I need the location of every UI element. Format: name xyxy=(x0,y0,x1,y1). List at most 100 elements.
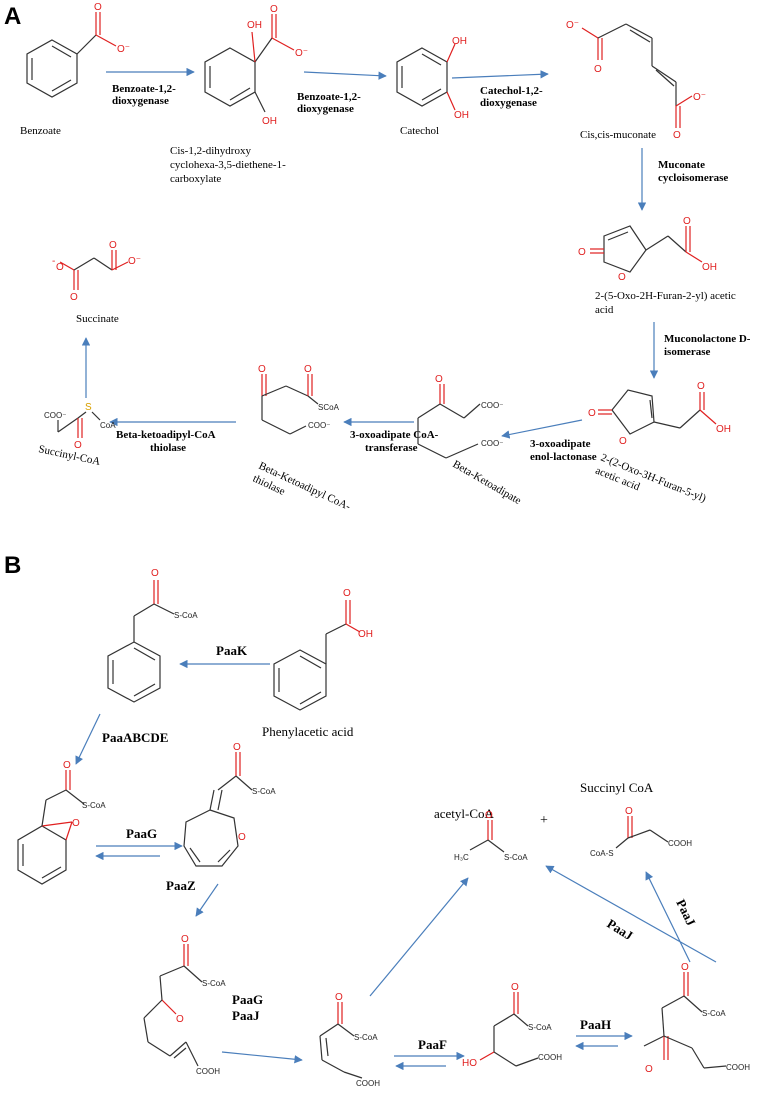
atom-o-minus: O⁻ xyxy=(295,48,308,59)
compound-succinyl-coa-a: Succinyl-CoA xyxy=(37,443,101,468)
enzyme-muconolactone-isomerase-line2: isomerase xyxy=(664,346,711,358)
atom-o: O xyxy=(181,934,189,945)
compound-benzoate: Benzoate xyxy=(20,125,61,137)
atom-ho: HO xyxy=(462,1058,477,1069)
atom-o: O xyxy=(258,364,266,375)
atom-coo-minus: COO⁻ xyxy=(308,421,330,430)
benzene-ring-icon xyxy=(273,649,327,711)
atom-coo-minus: COO⁻ xyxy=(481,401,503,410)
arrow-icon xyxy=(545,865,717,963)
atom-o: O xyxy=(619,436,627,447)
atom-o-minus: O⁻ xyxy=(128,256,141,267)
atom-cooh: COOH xyxy=(538,1053,562,1062)
oxepin-structure: O O S-CoA xyxy=(183,742,276,867)
atom-oh: OH xyxy=(262,116,277,127)
benzoate-structure: O O⁻ xyxy=(26,2,130,98)
atom-coa-s: CoA-S xyxy=(590,849,614,858)
atom-o: O xyxy=(72,818,80,829)
compound-acetyl-coa: acetyl-CoA xyxy=(434,806,495,821)
atom-s-coa: S-CoA xyxy=(504,853,528,862)
enollactone-structure: O O O OH xyxy=(588,381,731,447)
atom-s-coa: S-CoA xyxy=(702,1009,726,1018)
enzyme-enol-lactonase-line1: 3-oxoadipate xyxy=(530,438,591,450)
atom-o: O xyxy=(56,262,64,273)
arrow-icon xyxy=(221,1051,303,1064)
phenylacetic-acid-structure: O OH xyxy=(273,588,373,711)
atom-o: O xyxy=(304,364,312,375)
atom-o: O xyxy=(176,1014,184,1025)
atom-s-coa: S-CoA xyxy=(174,611,198,620)
atom-coo-minus: COO⁻ xyxy=(44,411,66,420)
enzyme-catechol-dioxygenase-line2: dioxygenase xyxy=(480,97,537,109)
enzyme-muconate-cycloisomerase-line1: Muconate xyxy=(658,159,705,171)
enzyme-ketoadipyl-thiolase-line1: Beta-ketoadipyl-CoA xyxy=(116,429,216,441)
atom-o: O xyxy=(74,440,82,451)
dihydroxy-structure: OH O O⁻ OH xyxy=(204,4,308,127)
atom-o: O xyxy=(109,240,117,251)
muconate-structure: O⁻ O O⁻ O xyxy=(566,20,706,141)
compound-dihydroxy-line3: carboxylate xyxy=(170,173,221,185)
enzyme-benzoate-dioxygenase-b-line2: dioxygenase xyxy=(297,103,354,115)
atom-o: O xyxy=(63,760,71,771)
atom-o: O xyxy=(588,408,596,419)
atom-s-coa: S-CoA xyxy=(528,1023,552,1032)
atom-cooh: COOH xyxy=(668,839,692,848)
enzyme-ketoadipyl-thiolase-line2: thiolase xyxy=(150,442,186,454)
atom-scoa: SCoA xyxy=(318,403,340,412)
succinyl-coa-structure: COO⁻ S CoA O xyxy=(44,402,116,451)
atom-o: O xyxy=(511,982,519,993)
succinate-structure: - O O O O⁻ xyxy=(52,240,141,303)
atom-o: O xyxy=(335,992,343,1003)
compound-muconolactone-line2: acid xyxy=(595,304,614,316)
atom-o: O xyxy=(343,588,351,599)
atom-o: O xyxy=(645,1064,653,1075)
atom-o: O xyxy=(238,832,246,843)
enzyme-benzoate-dioxygenase-line2: dioxygenase xyxy=(112,95,169,107)
atom-o: O xyxy=(683,216,691,227)
atom-coo-minus: COO⁻ xyxy=(481,439,503,448)
atom-o-minus: O⁻ xyxy=(117,44,130,55)
enzyme-benzoate-dioxygenase-b-line1: Benzoate-1,2- xyxy=(297,91,361,103)
atom-s: S xyxy=(85,402,92,413)
plus-sign: + xyxy=(540,813,548,828)
benzene-ring-icon xyxy=(107,641,161,703)
enzyme-enol-lactonase-line2: enol-lactonase xyxy=(530,451,597,463)
compound-muconate: Cis,cis-muconate xyxy=(580,129,656,141)
atom-o: O xyxy=(618,272,626,283)
atom-o: O xyxy=(697,381,705,392)
atom-minus: - xyxy=(52,256,55,267)
atom-o: O xyxy=(151,568,159,579)
atom-o: O xyxy=(578,247,586,258)
atom-oh: OH xyxy=(247,20,262,31)
hydroxyacyl-coa-structure: O S-CoA HO COOH xyxy=(462,982,562,1069)
atom-o: O xyxy=(233,742,241,753)
enzyme-coa-transferase-line1: 3-oxoadipate CoA- xyxy=(350,429,439,441)
muconolactone-structure: O O O OH xyxy=(578,216,717,283)
atom-cooh: COOH xyxy=(356,1079,380,1088)
succinyl-coa-b-structure: CoA-S O COOH xyxy=(590,806,692,858)
benzene-ring-icon xyxy=(26,39,78,98)
atom-h3c: H₃C xyxy=(454,853,469,862)
oxoacyl-coa-structure: O S-CoA O COOH xyxy=(643,962,750,1075)
atom-oh: OH xyxy=(452,36,467,47)
atom-oh: OH xyxy=(716,424,731,435)
enzyme-catechol-dioxygenase-line1: Catechol-1,2- xyxy=(480,85,543,97)
enzyme-paak: PaaK xyxy=(216,643,248,658)
acetyl-coa-structure: H₃C O S-CoA xyxy=(454,810,528,862)
open-chain-coa-structure: O S-CoA O COOH xyxy=(143,934,226,1076)
atom-o: O xyxy=(94,2,102,13)
atom-o: O xyxy=(485,810,493,821)
enzyme-paaj-right: PaaJ xyxy=(673,897,699,929)
atom-o: O xyxy=(270,4,278,15)
atom-o-minus: O⁻ xyxy=(566,20,579,31)
atom-s-coa: S-CoA xyxy=(82,801,106,810)
phenylacetyl-coa-structure: O S-CoA xyxy=(107,568,198,703)
compound-phenylacetic-acid: Phenylacetic acid xyxy=(262,724,354,739)
enzyme-paah: PaaH xyxy=(580,1017,611,1032)
compound-succinyl-coa-b: Succinyl CoA xyxy=(580,780,654,795)
enzyme-paaabcde: PaaABCDE xyxy=(102,730,168,745)
enzyme-muconolactone-isomerase-line1: Muconolactone D- xyxy=(664,333,751,345)
compound-ketoadipate: Beta-Ketoadipate xyxy=(451,458,524,507)
compound-succinate: Succinate xyxy=(76,313,119,325)
